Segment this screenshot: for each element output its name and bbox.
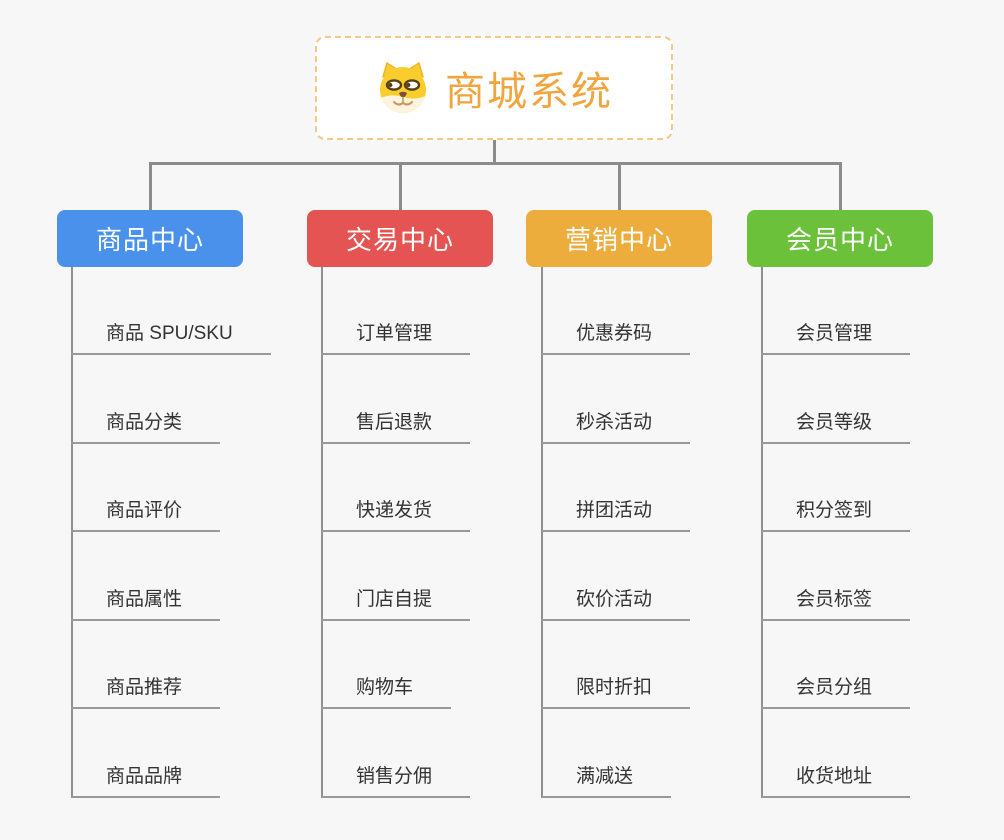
leaf-node[interactable]: 拼团活动 [541, 500, 691, 532]
leaf-node[interactable]: 优惠券码 [541, 323, 691, 355]
connector-bus [149, 162, 842, 165]
leaf-node[interactable]: 购物车 [321, 677, 452, 709]
connector-root-stub [493, 139, 496, 165]
leaf-node[interactable]: 会员标签 [761, 589, 911, 621]
leaf-node[interactable]: 满减送 [541, 766, 672, 798]
connector-column-line [541, 266, 543, 798]
leaf-node[interactable]: 商品评价 [71, 500, 221, 532]
leaf-node[interactable]: 秒杀活动 [541, 412, 691, 444]
branch-label: 商品中心 [95, 225, 204, 255]
leaf-node[interactable]: 砍价活动 [541, 589, 691, 621]
connector-column-line [761, 266, 763, 798]
connector-drop [399, 162, 402, 212]
leaf-node[interactable]: 积分签到 [761, 500, 911, 532]
leaf-node[interactable]: 商品 SPU/SKU [71, 323, 271, 355]
branch-trade-center[interactable]: 交易中心 [307, 210, 493, 267]
connector-drop [149, 162, 152, 212]
branch-label: 交易中心 [345, 225, 454, 255]
root-title: 商城系统 [445, 70, 613, 114]
connector-column-line [321, 266, 323, 798]
leaf-node[interactable]: 售后退款 [321, 412, 471, 444]
leaf-node[interactable]: 商品推荐 [71, 677, 221, 709]
leaf-node[interactable]: 快递发货 [321, 500, 471, 532]
branch-marketing-center[interactable]: 营销中心 [526, 210, 712, 267]
leaf-node[interactable]: 销售分佣 [321, 766, 471, 798]
leaf-node[interactable]: 商品分类 [71, 412, 221, 444]
branch-label: 会员中心 [785, 225, 894, 255]
leaf-node[interactable]: 会员分组 [761, 677, 911, 709]
dog-icon [375, 62, 431, 114]
leaf-node[interactable]: 商品属性 [71, 589, 221, 621]
leaf-node[interactable]: 会员等级 [761, 412, 911, 444]
root-node[interactable]: 商城系统 [315, 36, 673, 140]
leaf-node[interactable]: 会员管理 [761, 323, 911, 355]
leaf-node[interactable]: 限时折扣 [541, 677, 691, 709]
leaf-node[interactable]: 收货地址 [761, 766, 911, 798]
branch-label: 营销中心 [564, 225, 673, 255]
branch-product-center[interactable]: 商品中心 [57, 210, 243, 267]
leaf-node[interactable]: 门店自提 [321, 589, 471, 621]
connector-drop [839, 162, 842, 212]
leaf-node[interactable]: 订单管理 [321, 323, 471, 355]
connector-drop [618, 162, 621, 212]
connector-column-line [71, 266, 73, 798]
branch-member-center[interactable]: 会员中心 [747, 210, 933, 267]
leaf-node[interactable]: 商品品牌 [71, 766, 221, 798]
